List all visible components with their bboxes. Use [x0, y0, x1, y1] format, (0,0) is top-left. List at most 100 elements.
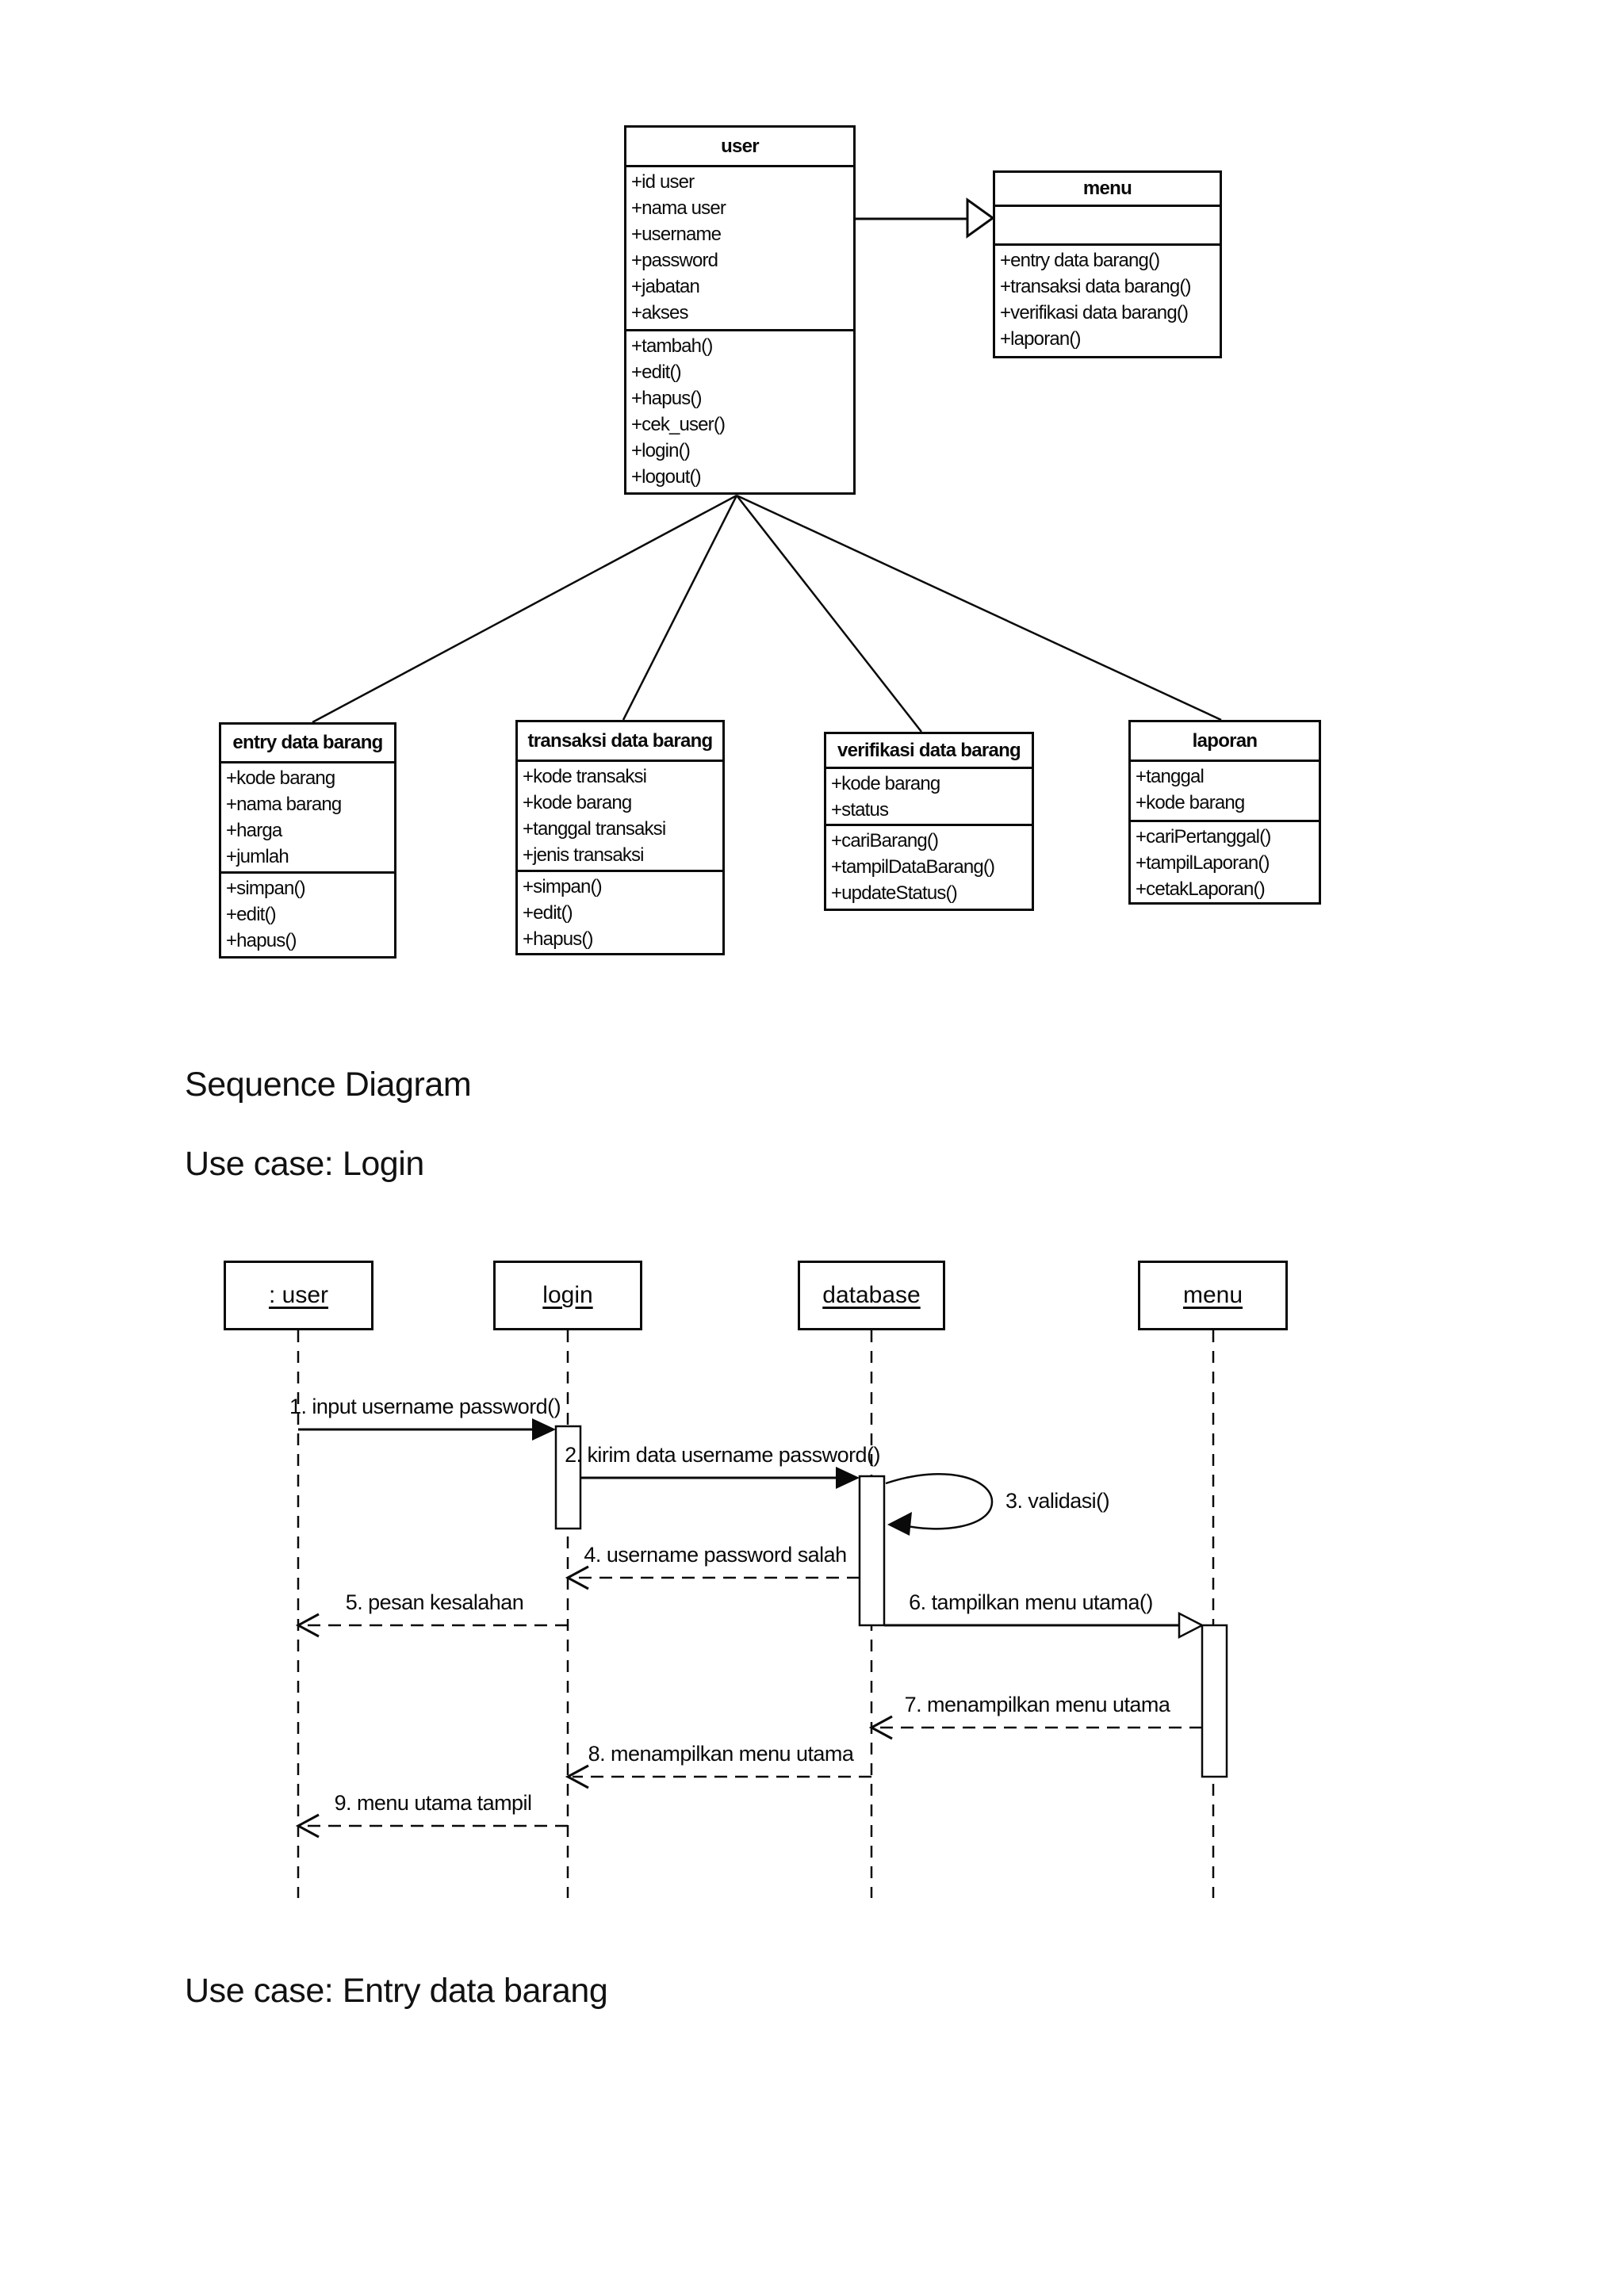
class-method: +transaksi data barang() — [1000, 276, 1191, 297]
class-attribute: +password — [631, 250, 718, 271]
class-laporan-methods: +cariPertanggal() +tampilLaporan() +ceta… — [1131, 822, 1319, 902]
class-attribute: +nama barang — [226, 794, 342, 815]
heading-use-case-login: Use case: Login — [185, 1145, 424, 1183]
class-method: +edit() — [631, 362, 682, 383]
heading-use-case-entry: Use case: Entry data barang — [185, 1972, 608, 2010]
class-method: +login() — [631, 440, 691, 461]
message-1-arrowhead-icon — [532, 1418, 556, 1441]
class-method: +tampilDataBarang() — [831, 856, 995, 878]
class-method: +cek_user() — [631, 414, 726, 435]
class-transaksi-methods: +simpan() +edit() +hapus() — [518, 872, 722, 953]
class-verifikasi-attributes: +kode barang +status — [826, 769, 1032, 826]
class-method: +updateStatus() — [831, 882, 958, 904]
class-attribute: +jumlah — [226, 846, 289, 867]
class-method: +verifikasi data barang() — [1000, 302, 1189, 323]
message-9-label: 9. menu utama tampil — [334, 1791, 532, 1815]
class-entry-data-barang: entry data barang +kode barang +nama bar… — [219, 722, 396, 959]
lifeline-head-login-label: login — [542, 1282, 593, 1308]
class-attribute: +kode barang — [226, 767, 335, 789]
message-3-label: 3. validasi() — [1005, 1489, 1110, 1513]
message-2-label: 2. kirim data username password() — [565, 1443, 880, 1467]
class-attribute: +tanggal transaksi — [523, 818, 666, 840]
lifeline-head-user-label: : user — [268, 1282, 329, 1308]
class-attribute: +jenis transaksi — [523, 844, 644, 866]
class-method: +hapus() — [631, 388, 703, 409]
class-method: +simpan() — [523, 876, 603, 897]
class-attribute: +status — [831, 799, 889, 821]
message-8-arrowhead-icon — [565, 1764, 589, 1789]
class-user-attributes: +id user +nama user +username +password … — [626, 167, 853, 331]
lifeline-head-login: login — [493, 1261, 642, 1330]
lifeline-head-menu: menu — [1138, 1261, 1288, 1330]
class-menu-title: menu — [995, 173, 1220, 207]
class-transaksi-attributes: +kode transaksi +kode barang +tanggal tr… — [518, 762, 722, 872]
message-6-label: 6. tampilkan menu utama() — [909, 1590, 1153, 1614]
lifeline-head-database: database — [798, 1261, 945, 1330]
generalization-hollow-triangle-icon — [966, 197, 995, 239]
association-user-verifikasi — [736, 495, 922, 733]
message-1-label: 1. input username password() — [289, 1395, 561, 1418]
class-menu-methods: +entry data barang() +transaksi data bar… — [995, 246, 1220, 356]
class-attribute: +jabatan — [631, 276, 700, 297]
class-attribute: +id user — [631, 171, 695, 193]
activation-bar-database — [858, 1475, 886, 1627]
class-method: +tambah() — [631, 335, 713, 357]
class-transaksi-title: transaksi data barang — [518, 722, 722, 762]
class-entry-title: entry data barang — [221, 725, 394, 763]
class-method: +edit() — [523, 902, 573, 924]
activation-bar-login — [554, 1425, 582, 1530]
class-user: user +id user +nama user +username +pass… — [624, 125, 856, 495]
association-user-entry — [312, 494, 737, 724]
activation-bar-menu — [1201, 1624, 1228, 1778]
class-method: +cetakLaporan() — [1136, 878, 1266, 900]
message-7-label: 7. menampilkan menu utama — [904, 1693, 1170, 1716]
class-method: +simpan() — [226, 878, 306, 899]
message-4-arrowhead-icon — [565, 1565, 589, 1590]
class-method: +hapus() — [226, 930, 297, 951]
class-menu: menu +entry data barang() +transaksi dat… — [993, 170, 1222, 358]
class-method: +tampilLaporan() — [1136, 852, 1270, 874]
class-attribute: +username — [631, 224, 722, 245]
message-3-arrowhead-icon — [887, 1512, 912, 1536]
class-user-title: user — [626, 128, 853, 167]
class-laporan-attributes: +tanggal +kode barang — [1131, 762, 1319, 822]
class-verifikasi-data-barang: verifikasi data barang +kode barang +sta… — [824, 732, 1034, 911]
class-attribute: +kode barang — [1136, 792, 1245, 813]
association-user-laporan — [736, 494, 1222, 721]
class-entry-attributes: +kode barang +nama barang +harga +jumlah — [221, 763, 394, 874]
lifeline-head-user: : user — [224, 1261, 373, 1330]
class-verifikasi-methods: +cariBarang() +tampilDataBarang() +updat… — [826, 826, 1032, 909]
lifeline-head-database-label: database — [822, 1282, 921, 1308]
class-method: +laporan() — [1000, 328, 1082, 350]
class-laporan-title: laporan — [1131, 722, 1319, 762]
message-5-label: 5. pesan kesalahan — [345, 1590, 524, 1614]
class-attribute: +kode barang — [523, 792, 632, 813]
association-user-transaksi — [622, 495, 738, 721]
class-method: +logout() — [631, 466, 702, 488]
class-attribute: +akses — [631, 302, 689, 323]
message-8-label: 8. menampilkan menu utama — [588, 1742, 854, 1766]
class-entry-methods: +simpan() +edit() +hapus() — [221, 874, 394, 956]
class-laporan: laporan +tanggal +kode barang +cariPerta… — [1128, 720, 1321, 905]
class-attribute: +kode barang — [831, 773, 940, 794]
class-method: +entry data barang() — [1000, 250, 1160, 271]
message-2-arrowhead-icon — [836, 1467, 860, 1489]
message-6-open-arrowhead-icon — [1178, 1611, 1205, 1640]
class-attribute: +tanggal — [1136, 766, 1205, 787]
message-7-arrowhead-icon — [868, 1715, 893, 1740]
class-transaksi-data-barang: transaksi data barang +kode transaksi +k… — [515, 720, 725, 955]
class-attribute: +kode transaksi — [523, 766, 647, 787]
message-5-arrowhead-icon — [295, 1613, 320, 1638]
class-menu-attributes — [995, 207, 1220, 246]
message-4-label: 4. username password salah — [584, 1543, 847, 1567]
class-verifikasi-title: verifikasi data barang — [826, 734, 1032, 769]
message-3-self-arc — [885, 1473, 994, 1530]
message-9-arrowhead-icon — [295, 1813, 320, 1839]
class-method: +cariPertanggal() — [1136, 826, 1271, 848]
class-method: +edit() — [226, 904, 277, 925]
class-attribute: +harga — [226, 820, 282, 841]
class-attribute: +nama user — [631, 197, 726, 219]
class-user-methods: +tambah() +edit() +hapus() +cek_user() +… — [626, 331, 853, 492]
heading-sequence-diagram: Sequence Diagram — [185, 1066, 472, 1104]
